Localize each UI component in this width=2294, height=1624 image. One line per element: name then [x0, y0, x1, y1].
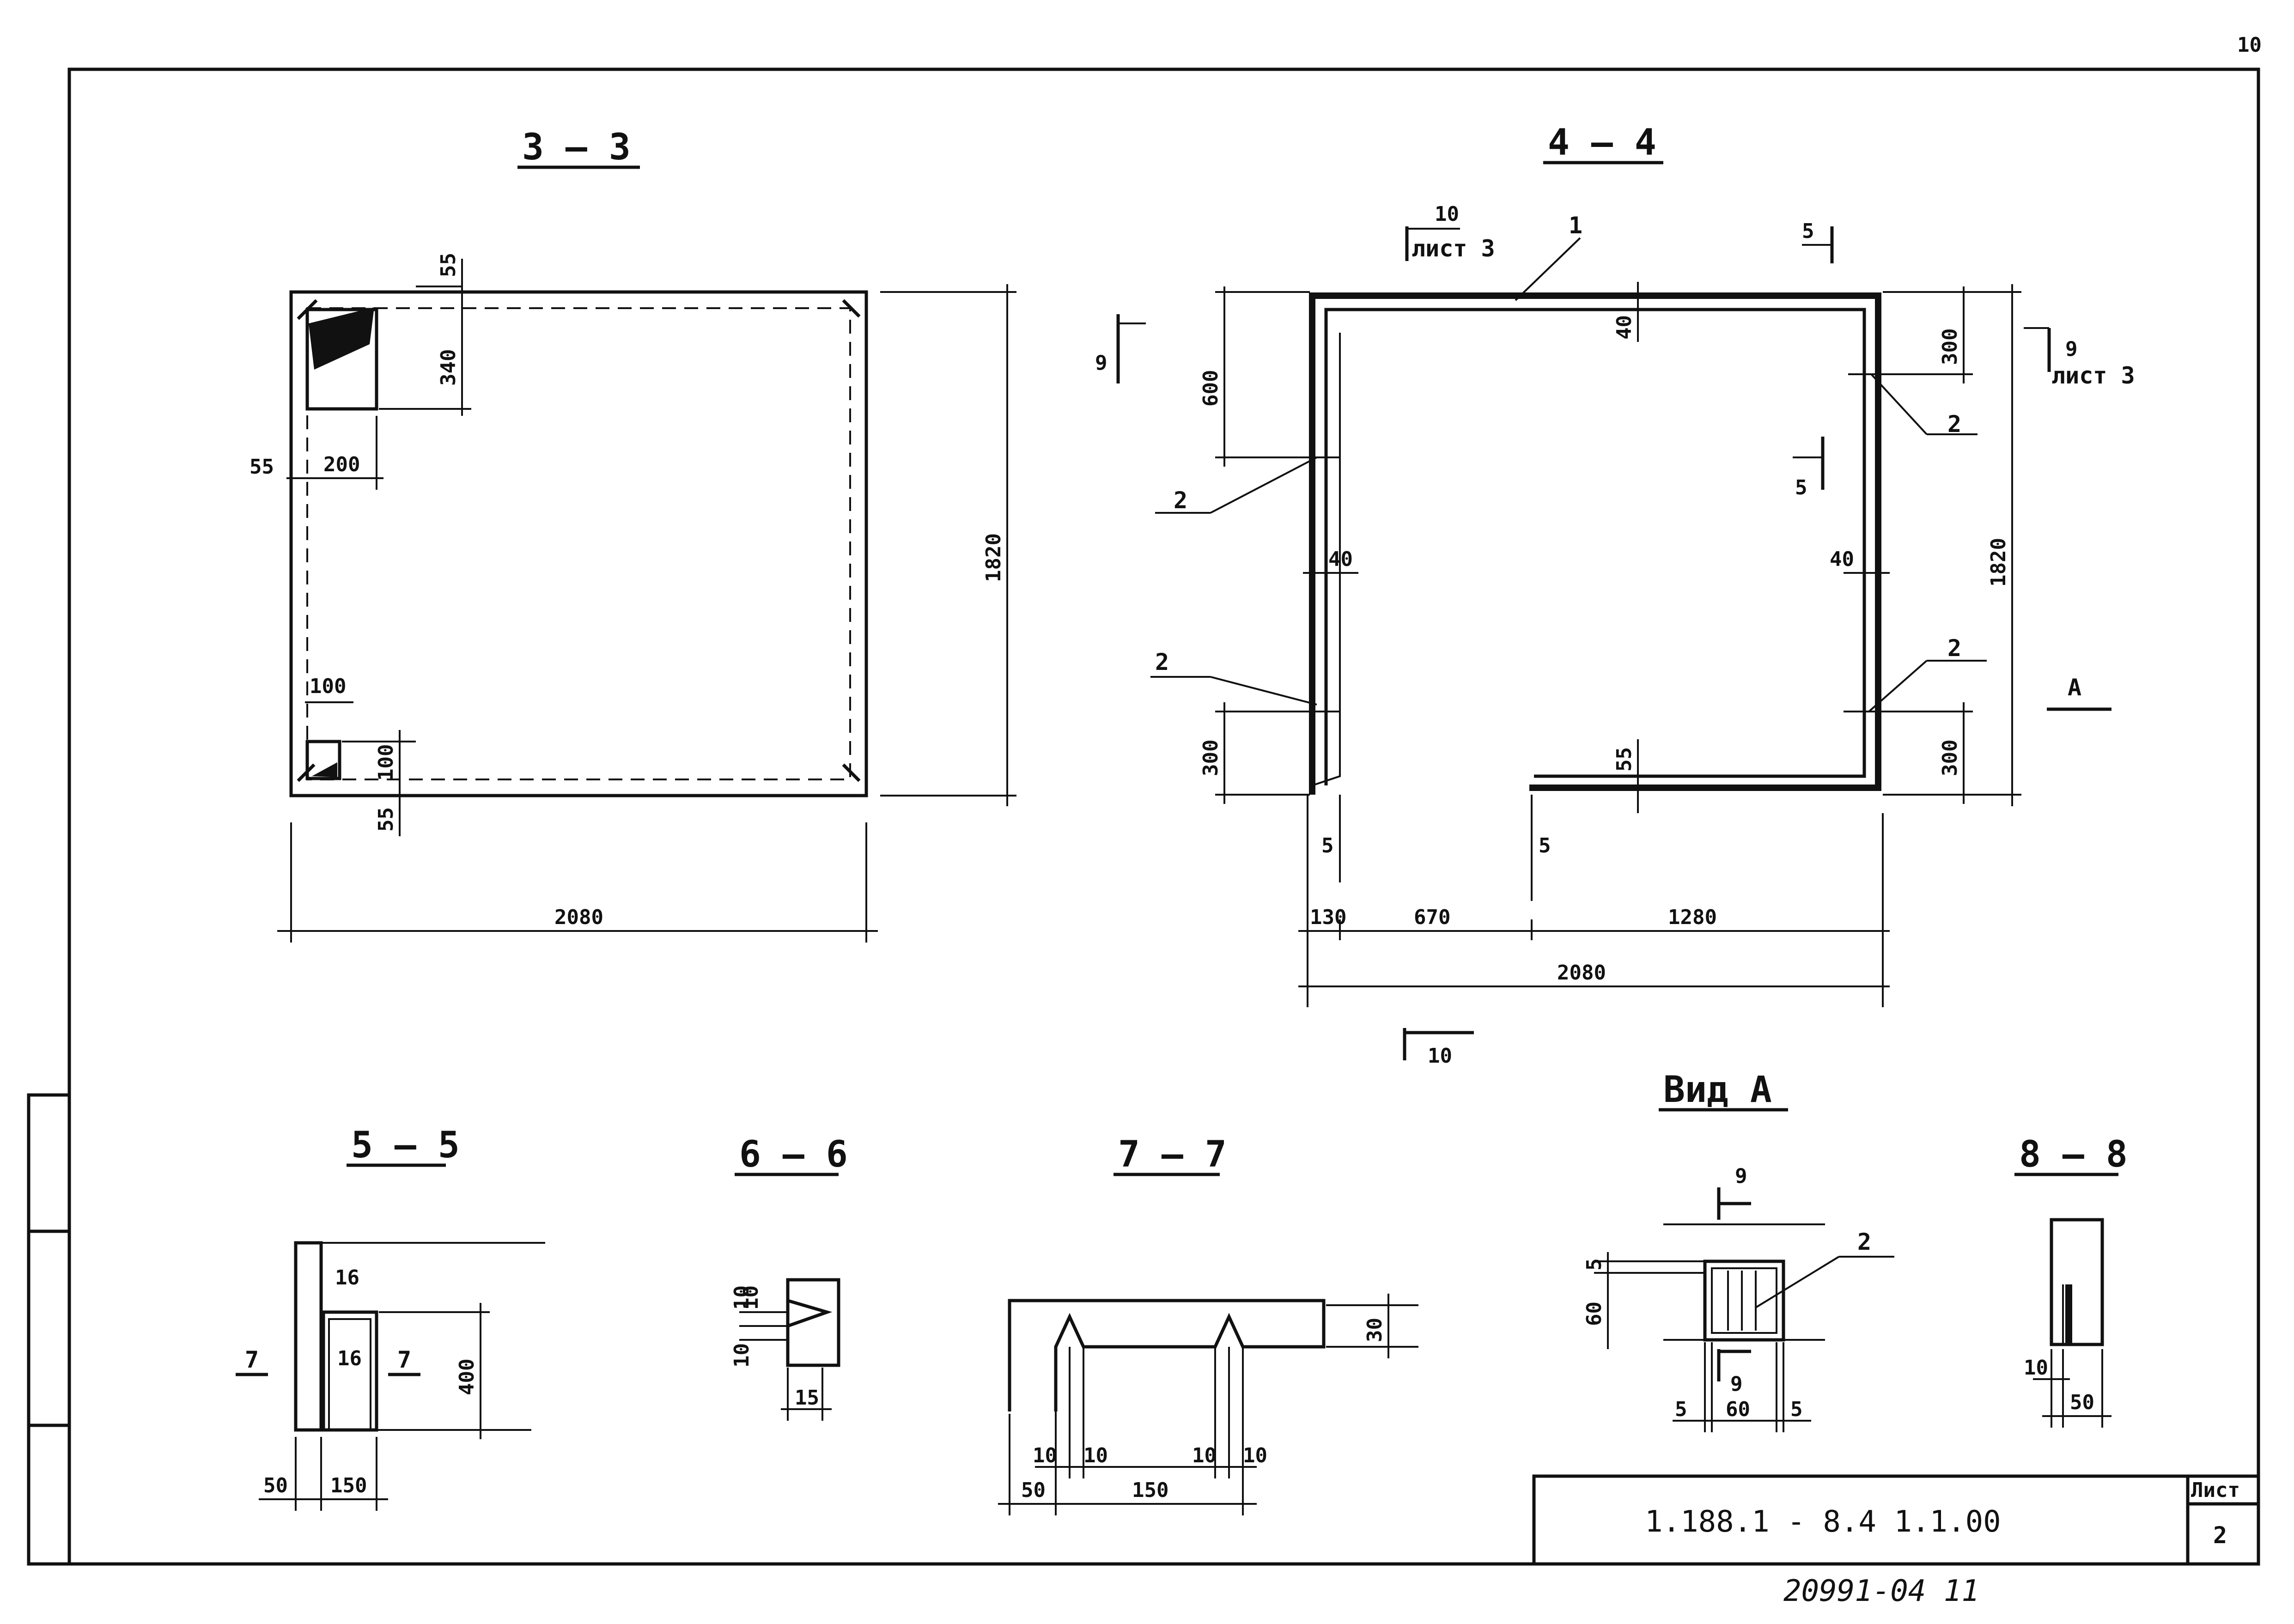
- cut-7-left: 7: [245, 1346, 259, 1373]
- dim-3-3-55-bottom: 55: [374, 807, 398, 832]
- title-block: 1.188.1 - 8.4 1.1.00 Лист 2: [1532, 1474, 2260, 1566]
- dim-300-br: 300: [1938, 740, 1962, 776]
- dim-5-left: 5: [1321, 834, 1334, 858]
- position-1-label: 1: [1569, 212, 1582, 239]
- cut-7-right: 7: [397, 1346, 411, 1373]
- list-number: 2: [2213, 1522, 2227, 1549]
- dim-600: 600: [1199, 370, 1223, 407]
- section-4-4-title: 4 — 4: [1548, 122, 1656, 164]
- dim-40-top: 40: [1612, 315, 1636, 340]
- dim-55-mid: 55: [1612, 747, 1636, 772]
- dim-300-bl: 300: [1199, 740, 1223, 776]
- dim-3-3-55-left: 55: [249, 455, 274, 479]
- section-7-7-title: 7 — 7: [1118, 1134, 1227, 1175]
- dim-7-7-50: 50: [1021, 1478, 1046, 1502]
- binding-strip: [27, 1093, 71, 1566]
- dim-7-7-10a: 10: [1033, 1444, 1057, 1467]
- section-8-8-title: 8 — 8: [2019, 1134, 2128, 1175]
- view-a-title: Вид А: [1663, 1069, 1772, 1111]
- label-16-bottom: 16: [337, 1347, 362, 1370]
- archive-number: 20991-04 11: [1783, 1574, 1979, 1608]
- dim-3-3-1820: 1820: [982, 533, 1005, 582]
- dim-3-3-100-top: 100: [310, 675, 346, 698]
- vid-a-cut-9-bottom: 9: [1730, 1372, 1743, 1396]
- cut-9-left: 9: [1095, 351, 1107, 375]
- dim-6-6-15: 15: [795, 1386, 819, 1410]
- position-2-l1: 2: [1174, 487, 1187, 514]
- dim-2080-4-4: 2080: [1557, 961, 1606, 985]
- vid-a-dim-60-vertical: 60: [1582, 1302, 1606, 1326]
- position-2-r1: 2: [1947, 411, 1961, 438]
- list3-top: лист 3: [1412, 235, 1495, 262]
- panel-outline-3-3: [289, 290, 868, 797]
- section-5-5-title: 5 — 5: [351, 1125, 460, 1166]
- dim-5-mid: 5: [1539, 834, 1551, 858]
- vid-a-dim-5-left: 5: [1675, 1398, 1687, 1421]
- section-6-6-title: 6 — 6: [739, 1134, 848, 1175]
- dim-8-8-10: 10: [2024, 1356, 2048, 1380]
- list3-right: лист 3: [2051, 362, 2135, 389]
- dim-400: 400: [455, 1359, 479, 1395]
- dim-5-5-50: 50: [263, 1474, 288, 1497]
- dim-130: 130: [1310, 906, 1346, 929]
- section-7-7: 7 — 7 30 10 10 10 10 50 150: [998, 1134, 1418, 1515]
- sheet-frame: [67, 67, 2260, 1566]
- dim-1280: 1280: [1668, 906, 1717, 929]
- dim-6-6-10c: 10: [730, 1343, 754, 1368]
- designation: 1.188.1 - 8.4 1.1.00: [1645, 1505, 2001, 1539]
- list-label: Лист: [2191, 1478, 2240, 1502]
- cut-10-top: 10: [1435, 202, 1459, 226]
- section-3-3-title: 3 — 3: [522, 127, 631, 168]
- vid-a-cut-9-top: 9: [1735, 1164, 1747, 1188]
- label-16-top: 16: [335, 1266, 359, 1289]
- dim-6-6-10b: 10: [739, 1285, 763, 1310]
- position-2-r2: 2: [1947, 635, 1961, 662]
- dim-3-3-200: 200: [323, 453, 360, 476]
- cut-5-top: 5: [1802, 219, 1814, 243]
- dim-3-3-2080: 2080: [554, 906, 603, 929]
- sheet-number-top: 10: [2237, 33, 2262, 57]
- dim-3-3-100-side: 100: [374, 744, 398, 781]
- view-a: Вид А 9 2 9 5 60 5 60 5: [1582, 1069, 1894, 1432]
- cut-5-mid: 5: [1795, 476, 1807, 499]
- dim-8-8-50: 50: [2070, 1391, 2094, 1414]
- section-3-3: 3 — 3 55 340 55 200 1820 100 100 55: [249, 127, 1016, 943]
- dim-300-tr: 300: [1938, 328, 1962, 365]
- cut-9-right: 9: [2065, 337, 2078, 361]
- dim-3-3-340: 340: [437, 349, 460, 386]
- section-6-6: 6 — 6 10 10 10 15: [730, 1134, 848, 1421]
- section-4-4: 4 — 4 10 лист 3 1 5 40 300 9 лист 3 2 9: [1095, 122, 2135, 1068]
- dim-7-7-10d: 10: [1243, 1444, 1267, 1467]
- plan-outline-4-4: [1309, 292, 1881, 795]
- dim-40-right: 40: [1830, 547, 1854, 571]
- dim-7-7-10b: 10: [1083, 1444, 1108, 1467]
- dim-40-left: 40: [1328, 547, 1353, 571]
- dim-7-7-30: 30: [1363, 1318, 1387, 1342]
- section-8-8: 8 — 8 10 50: [2014, 1134, 2128, 1428]
- vid-a-dim-5-right: 5: [1790, 1398, 1803, 1421]
- dim-6-6-10a: 10: [730, 1285, 754, 1310]
- dim-1820-4-4: 1820: [1987, 538, 2010, 587]
- dim-7-7-10c: 10: [1192, 1444, 1217, 1467]
- view-a-arrow-label: А: [2068, 674, 2081, 701]
- vid-a-position-2: 2: [1857, 1229, 1871, 1255]
- dim-670: 670: [1414, 906, 1450, 929]
- dim-7-7-150: 150: [1132, 1478, 1168, 1502]
- position-2-l2: 2: [1155, 649, 1169, 675]
- dim-5-5-150: 150: [330, 1474, 367, 1497]
- dim-3-3-55-top: 55: [437, 253, 460, 277]
- vid-a-dim-5-vertical: 5: [1582, 1259, 1606, 1271]
- vid-a-dim-60-horizontal: 60: [1726, 1398, 1750, 1421]
- cut-10-bottom: 10: [1428, 1044, 1452, 1068]
- section-5-5: 5 — 5 16 16 7 7 400 50 150: [236, 1125, 545, 1511]
